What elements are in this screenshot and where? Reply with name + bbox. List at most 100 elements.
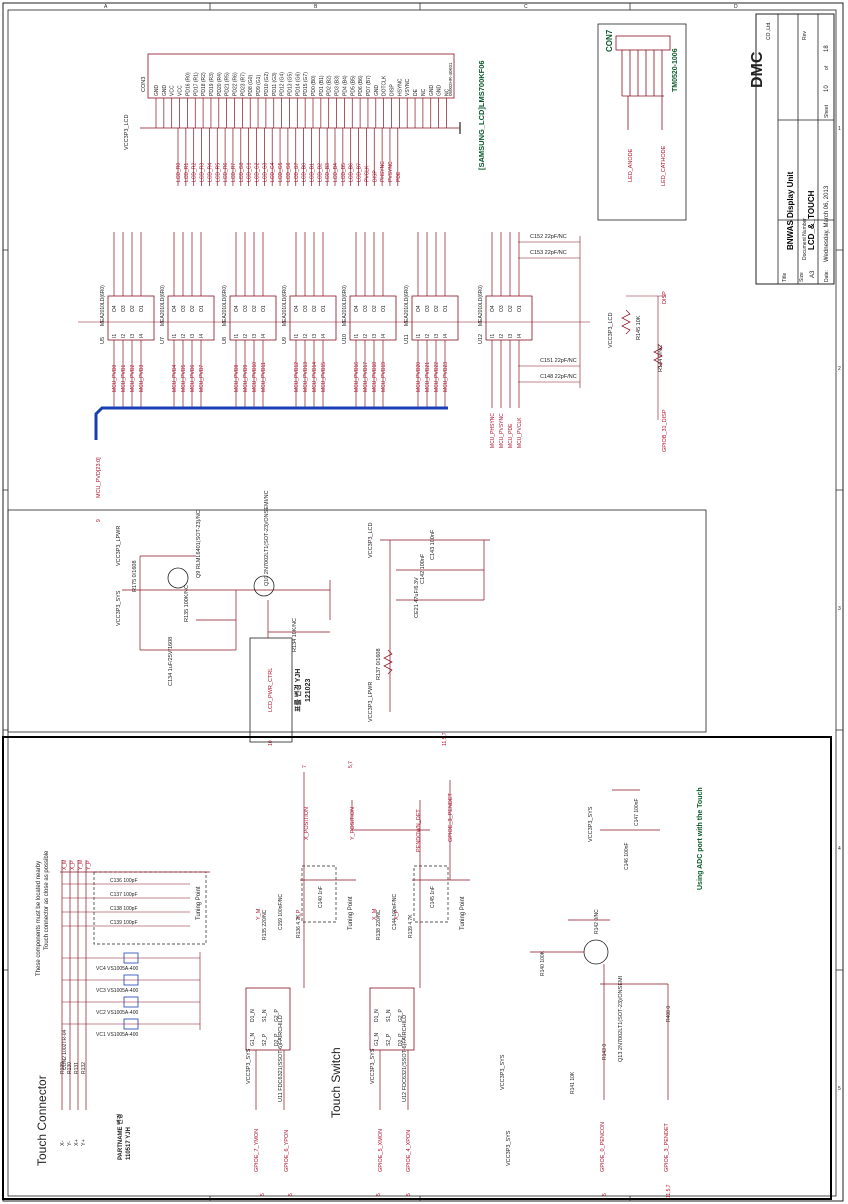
q13-label: Q13 2N7002LT1(SOT-23)/ONSEMI bbox=[618, 975, 624, 1062]
buffer-ref: U5 bbox=[100, 337, 106, 344]
mcu-net-label: MCU_PVD21 bbox=[425, 362, 431, 392]
buffer-pin-in: I4 bbox=[517, 334, 523, 338]
varistor-body bbox=[123, 1018, 139, 1030]
buffer-pin-out: O2 bbox=[508, 305, 514, 312]
touch-passive-label: C145 1nF bbox=[430, 886, 436, 908]
buffer-pin-out: O2 bbox=[190, 305, 196, 312]
touch-rail-net: Y_P bbox=[86, 860, 92, 870]
lcd-net-label: LCD_B0 bbox=[302, 163, 308, 182]
tuning-label-b: Tuning Point bbox=[348, 896, 354, 930]
buffer-pin-in: I2 bbox=[243, 334, 249, 338]
touch-net-label: Y_P bbox=[296, 909, 302, 920]
ce21-label: CE21 47uF/6.3V bbox=[414, 577, 420, 618]
buffer-pin-out: O3 bbox=[243, 305, 249, 312]
lcd-connector-part: [SAMSUNG_LCD]LMS700KF06 bbox=[477, 60, 486, 170]
lcd-pin-label: PD22 (R6) bbox=[233, 72, 239, 96]
buffer-pin-in: I4 bbox=[199, 334, 205, 338]
buffer-pin-out: O4 bbox=[490, 305, 496, 312]
mcu-net-label: MCU_PVD17 bbox=[363, 362, 369, 392]
mcu-net-label: MCU_PVD12 bbox=[294, 362, 300, 392]
lcd-pin-label: PD6 (B6) bbox=[358, 75, 364, 96]
tcap-label: C136 100pF bbox=[110, 878, 138, 884]
lcd-pin-label: PD15 (G7) bbox=[303, 72, 309, 96]
buffer-part: MEA2010LD(6R0) bbox=[404, 285, 410, 326]
varistor-label: VC1 VS1005A-400 bbox=[96, 1032, 138, 1038]
lcd-pin-label: PD3 (B3) bbox=[335, 75, 341, 96]
lcd-connector: CON3 05002HR-40K01 [SAMSUNG_LCD]LMS700KF… bbox=[124, 53, 486, 186]
buffer-pin-in: I1 bbox=[490, 334, 496, 338]
buffer-part: MEA2010LD(6R0) bbox=[342, 285, 348, 326]
lcd-net-label: LCD_R0 bbox=[176, 163, 182, 182]
lcd-pin-label: PD18 (R2) bbox=[201, 72, 207, 96]
lcd-net-label: LCD_G6 bbox=[286, 162, 292, 182]
buffer-pin-in: I2 bbox=[499, 334, 505, 338]
buffer-pin-in: I3 bbox=[508, 334, 514, 338]
mcu-net-label: MCU_PVD10 bbox=[252, 362, 258, 392]
mcu-net-label: MCU_PVD0 bbox=[112, 365, 118, 392]
lcd-pin-label: DISP bbox=[390, 84, 396, 96]
touch-connector-title: Touch Connector bbox=[35, 1075, 49, 1166]
touch-sheet-ref: 5 bbox=[406, 1193, 412, 1196]
buffer-pin-out: O4 bbox=[294, 305, 300, 312]
mcu-net-label: MCU_PVD3 bbox=[139, 365, 145, 392]
date-label: Date: bbox=[824, 270, 830, 282]
touch-passive-label: C144 100nF/NC bbox=[392, 893, 398, 930]
u11-body bbox=[245, 987, 291, 1051]
lcd-pin-label: NC bbox=[444, 88, 450, 96]
touch-rail-net: X_P bbox=[70, 860, 76, 870]
lcd-pin-label: PD4 (B4) bbox=[342, 75, 348, 96]
lcd-net-label: LCD_B7 bbox=[357, 163, 363, 182]
buffer-pin-out: O3 bbox=[425, 305, 431, 312]
touch-passive-label: R138 220/NC bbox=[376, 909, 382, 940]
touch-passive-label: R143 0 bbox=[602, 1044, 608, 1060]
touch-con-label: CON2 1002TR-04 bbox=[62, 1029, 68, 1070]
buffer-body bbox=[229, 295, 277, 341]
lcd-pin-label: GND bbox=[429, 85, 435, 97]
tcap-label: C138 100pF bbox=[110, 906, 138, 912]
lcd-pin-label: PD9 (G1) bbox=[256, 75, 262, 96]
buffer-pin-out: O3 bbox=[181, 305, 187, 312]
lcd-pin-label: GND bbox=[374, 85, 380, 97]
lcd-net-label: LCD_B1 bbox=[309, 163, 315, 182]
touch-res-label: R132 bbox=[81, 1062, 87, 1074]
cap-c151: C151 22pF/NC bbox=[540, 358, 577, 364]
lcd-pin-label: VCC bbox=[178, 85, 184, 96]
mcu-ctrl-label: MCU_PHSYNC bbox=[490, 413, 496, 448]
r145-label: R145 10K bbox=[636, 315, 642, 340]
sheet-of: of bbox=[824, 65, 830, 70]
lcd-pin-label: PD20 (R4) bbox=[217, 72, 223, 96]
mcu-net-label: MCU_PVD14 bbox=[312, 362, 318, 392]
lcd-pin-label: GND bbox=[162, 85, 168, 97]
lcd-pin-label: GND bbox=[437, 85, 443, 97]
mcu-net-label: MCU_PVD20 bbox=[416, 362, 422, 392]
lcd-net-label: LCD_G4 bbox=[270, 162, 276, 182]
mcu-net-label: MCU_PVD19 bbox=[381, 362, 387, 392]
switch-pin-label: G1_N bbox=[250, 1033, 256, 1046]
net-vcc-sys: VCC3P3_SYS bbox=[116, 590, 122, 626]
buffer-body bbox=[289, 295, 337, 341]
note-date: 121023 bbox=[305, 679, 312, 702]
border-ticks bbox=[3, 3, 843, 1201]
tcap-label: C137 100pF bbox=[110, 892, 138, 898]
lcd-net-label: LCD_R4 bbox=[207, 163, 213, 182]
c134-label: C134 1uF/25V/1608 bbox=[168, 637, 174, 686]
r144-label: R144 0/NC bbox=[658, 345, 664, 372]
touch-net-label: X_P bbox=[394, 909, 400, 920]
q10-label: Q10 2N7002LT1(SOT-23)/ONSEMI/NC bbox=[264, 490, 270, 586]
buffer-pin-in: I1 bbox=[294, 334, 300, 338]
lcd-pin-label: PD23 (R7) bbox=[240, 72, 246, 96]
buffer-part: MEA2010LD(6R0) bbox=[222, 285, 228, 326]
mcu-bus bbox=[94, 406, 448, 440]
touch-passive-label: R142 0/NC bbox=[594, 909, 600, 934]
doc-value: LCD_&_TOUCH bbox=[807, 190, 816, 250]
buffer-pin-out: O1 bbox=[443, 305, 449, 312]
touch-sheet-ref: 5 bbox=[376, 1193, 382, 1196]
date-value: Wednesday, March 06, 2013 bbox=[824, 185, 830, 262]
buffer-part: MEA2010LD(6R0) bbox=[100, 285, 106, 326]
buffer-pin-in: I2 bbox=[303, 334, 309, 338]
mcu-net-label: MCU_PVD8 bbox=[234, 365, 240, 392]
